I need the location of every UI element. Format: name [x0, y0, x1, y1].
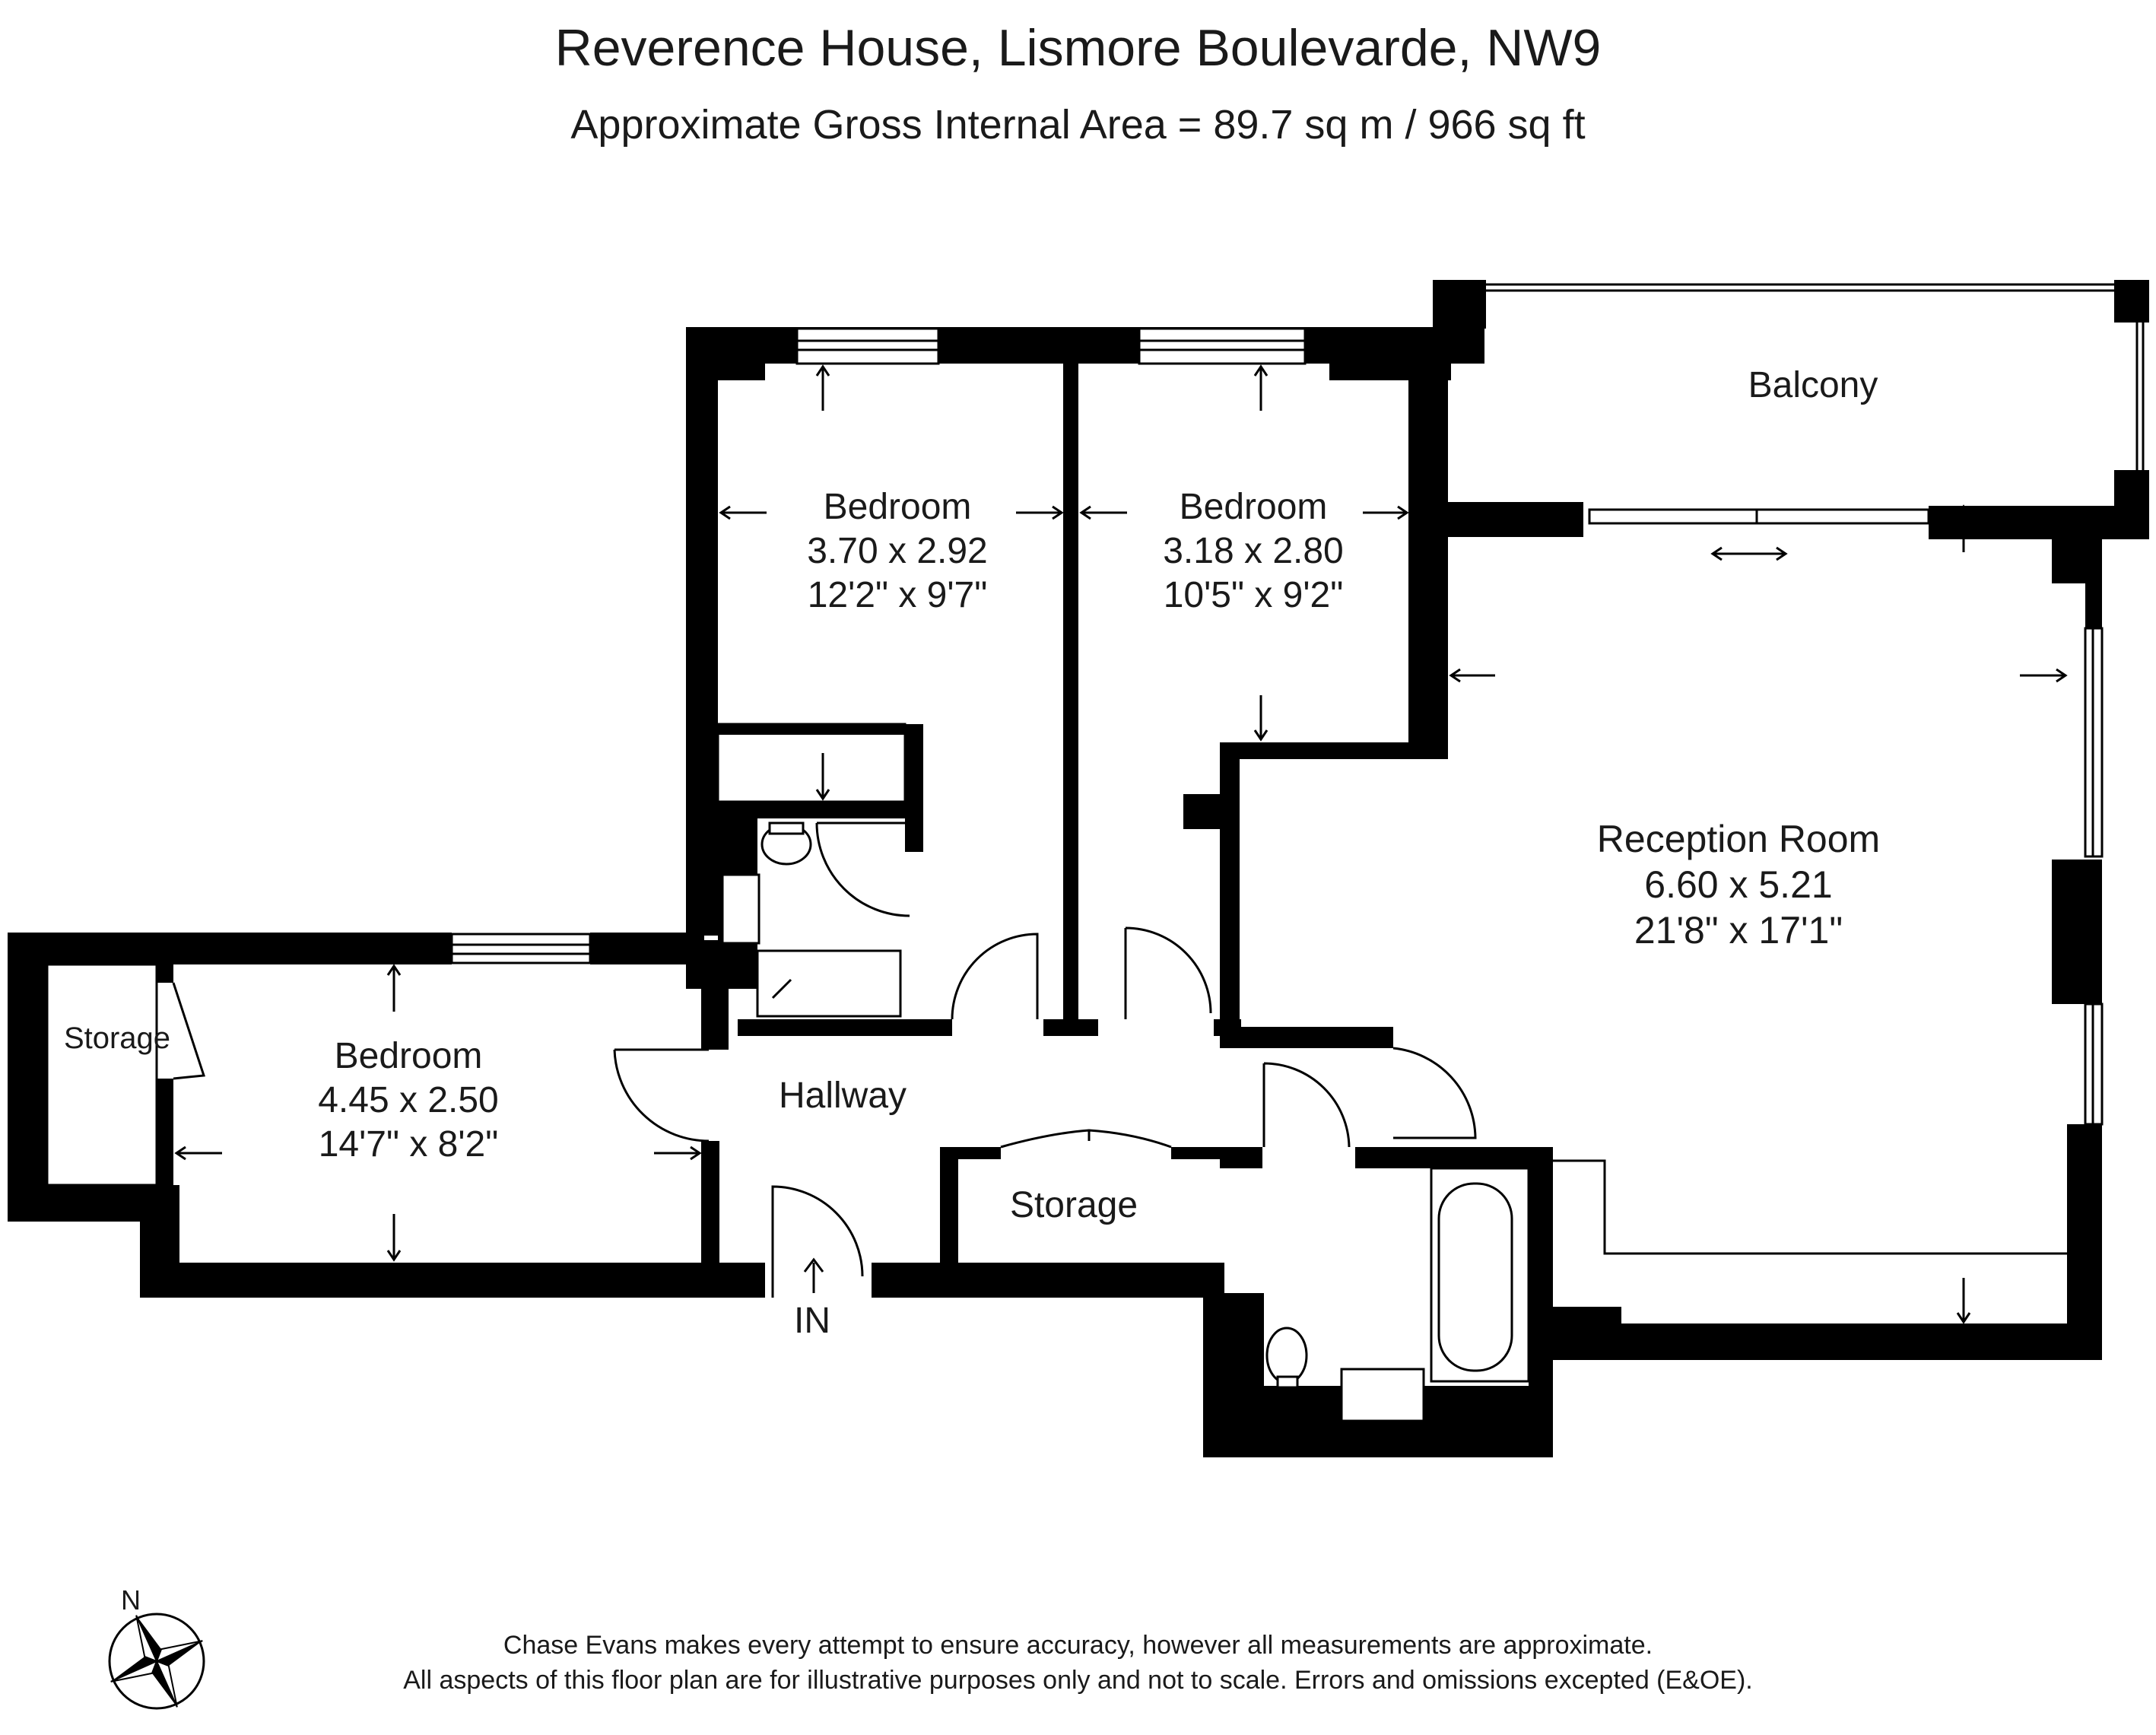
bedroom-3-name: Bedroom	[335, 1036, 483, 1076]
bedroom-3-imperial: 14'7" x 8'2"	[319, 1124, 499, 1165]
bathtub-icon	[756, 949, 902, 1018]
sink-icon	[1340, 1368, 1425, 1422]
bedroom-3-metric: 4.45 x 2.50	[318, 1080, 499, 1120]
disclaimer: Chase Evans makes every attempt to ensur…	[0, 1628, 2156, 1698]
plan-title: Reverence House, Lismore Boulevarde, NW9	[554, 19, 1602, 77]
dimension-arrows	[174, 364, 2068, 1324]
windows	[450, 283, 2145, 1126]
hallway-name: Hallway	[779, 1076, 907, 1116]
bedroom-2-metric: 3.18 x 2.80	[1163, 531, 1344, 571]
bathtub-icon	[1430, 1167, 1530, 1383]
reception-name: Reception Room	[1597, 818, 1880, 860]
room-labels: Bedroom 3.70 x 2.92 12'2" x 9'7" Bedroom…	[64, 365, 1880, 1341]
compass-north-label: N	[121, 1584, 141, 1616]
doors	[46, 723, 2067, 1298]
storage-bedroom-name: Storage	[64, 1022, 170, 1055]
disclaimer-line-2: All aspects of this floor plan are for i…	[403, 1666, 1753, 1695]
sink-icon	[721, 873, 760, 945]
bedroom-1-metric: 3.70 x 2.92	[807, 531, 988, 571]
bedroom-1-name: Bedroom	[824, 487, 972, 527]
reception-imperial: 21'8" x 17'1"	[1634, 909, 1843, 952]
compass-rose-icon: N	[108, 1584, 205, 1710]
entrance-arrow-icon	[803, 1257, 824, 1293]
bedroom-2-imperial: 10'5" x 9'2"	[1164, 575, 1344, 615]
bedroom-1-imperial: 12'2" x 9'7"	[808, 575, 988, 615]
balcony-name: Balcony	[1748, 365, 1878, 405]
bedroom-2-name: Bedroom	[1180, 487, 1328, 527]
walls	[8, 280, 2149, 1457]
gross-internal-area: Approximate Gross Internal Area = 89.7 s…	[570, 102, 1586, 148]
toilet-icon	[1265, 1327, 1308, 1384]
disclaimer-line-1: Chase Evans makes every attempt to ensur…	[503, 1631, 1653, 1660]
reception-metric: 6.60 x 5.21	[1644, 863, 1832, 906]
fixtures	[721, 821, 1530, 1422]
entrance-label: IN	[794, 1301, 830, 1341]
storage-hall-name: Storage	[1010, 1185, 1138, 1225]
